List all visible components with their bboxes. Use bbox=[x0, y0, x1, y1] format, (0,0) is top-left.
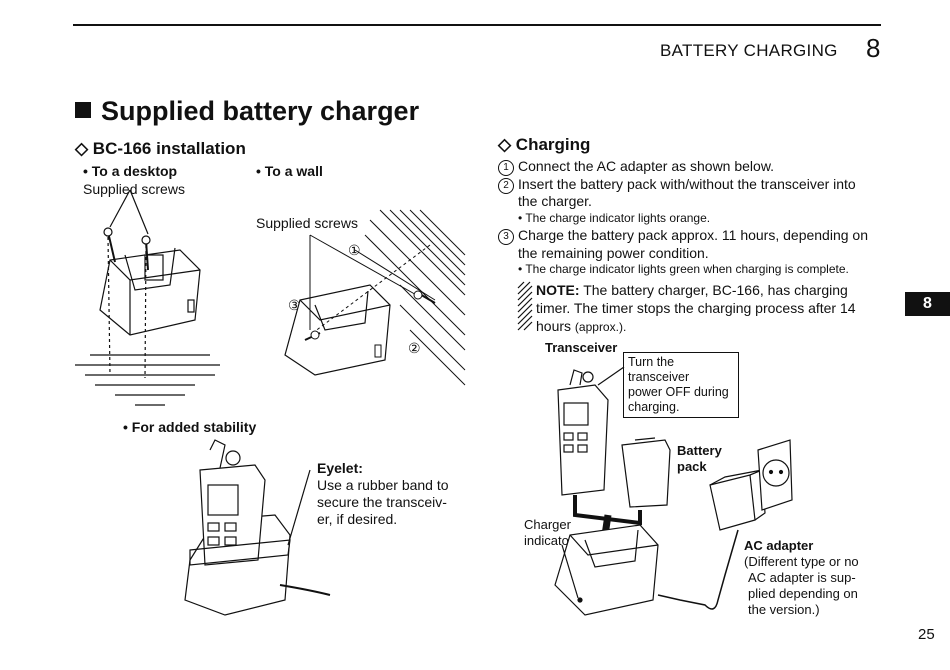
transceiver-label: Transceiver bbox=[545, 340, 618, 355]
ac-adapter-title: AC adapter bbox=[744, 538, 814, 553]
wall-charger-illustration bbox=[284, 209, 466, 386]
step-2-number: 2 bbox=[498, 178, 514, 194]
wall-bullet: • To a wall bbox=[256, 163, 323, 179]
stability-illustration bbox=[184, 439, 331, 616]
power-off-callout: Turn the transceiver power OFF during ch… bbox=[623, 352, 739, 418]
desktop-charger-illustration bbox=[75, 189, 220, 406]
wall-callout-1: ① bbox=[348, 242, 361, 258]
step-3-number: 3 bbox=[498, 229, 514, 245]
step-3-line2: the remaining power condition. bbox=[518, 245, 709, 261]
eyelet-title: Eyelet: bbox=[317, 460, 363, 476]
step-2-line2: the charger. bbox=[518, 193, 592, 209]
ac-adapter-line2: AC adapter is sup- bbox=[748, 570, 856, 585]
ac-adapter-line1: (Different type or no bbox=[744, 554, 859, 569]
note-label: NOTE: bbox=[536, 282, 580, 298]
install-heading: ◇ BC-166 installation bbox=[75, 139, 246, 158]
step-2-note: • The charge indicator lights orange. bbox=[518, 211, 711, 225]
square-bullet-icon bbox=[75, 102, 91, 118]
desktop-screws-label: Supplied screws bbox=[83, 181, 185, 197]
chapter-side-tab: 8 bbox=[905, 292, 950, 316]
page-number: 25 bbox=[918, 626, 935, 643]
charging-heading: ◇ Charging bbox=[498, 135, 591, 154]
chapter-number: 8 bbox=[866, 33, 881, 63]
charger-indicator-label-2: indicator bbox=[524, 533, 574, 548]
chapter-title: BATTERY CHARGING bbox=[660, 41, 838, 60]
wall-screws-label: Supplied screws bbox=[256, 215, 358, 231]
eyelet-line3: er, if desired. bbox=[317, 511, 398, 527]
note-line1: NOTE: The battery charger, BC-166, has c… bbox=[536, 282, 848, 298]
step-1-number: 1 bbox=[498, 160, 514, 176]
battery-label-2: pack bbox=[677, 459, 707, 474]
note-line2: timer. The timer stops the charging proc… bbox=[536, 300, 856, 316]
diamond-icon: ◇ bbox=[75, 139, 93, 158]
charger-indicator-label-1: Charger bbox=[524, 517, 571, 532]
step-3-note: • The charge indicator lights green when… bbox=[518, 262, 849, 276]
desktop-bullet: • To a desktop bbox=[83, 163, 178, 179]
note-hatch-icon bbox=[517, 281, 533, 331]
eyelet-line2: secure the transceiv- bbox=[317, 494, 447, 510]
ac-adapter-line3: plied depending on bbox=[748, 586, 858, 601]
diamond-icon: ◇ bbox=[498, 135, 516, 154]
stability-bullet: • For added stability bbox=[123, 419, 257, 435]
charging-illustration bbox=[554, 366, 793, 616]
section-title: Supplied battery charger bbox=[75, 96, 419, 127]
ac-adapter-line4: the version.) bbox=[748, 602, 820, 617]
battery-label-1: Battery bbox=[677, 443, 722, 458]
header-rule bbox=[73, 24, 881, 26]
note-line3: hours (approx.). bbox=[536, 318, 627, 334]
wall-callout-2: ② bbox=[408, 340, 421, 356]
eyelet-line1: Use a rubber band to bbox=[317, 477, 449, 493]
